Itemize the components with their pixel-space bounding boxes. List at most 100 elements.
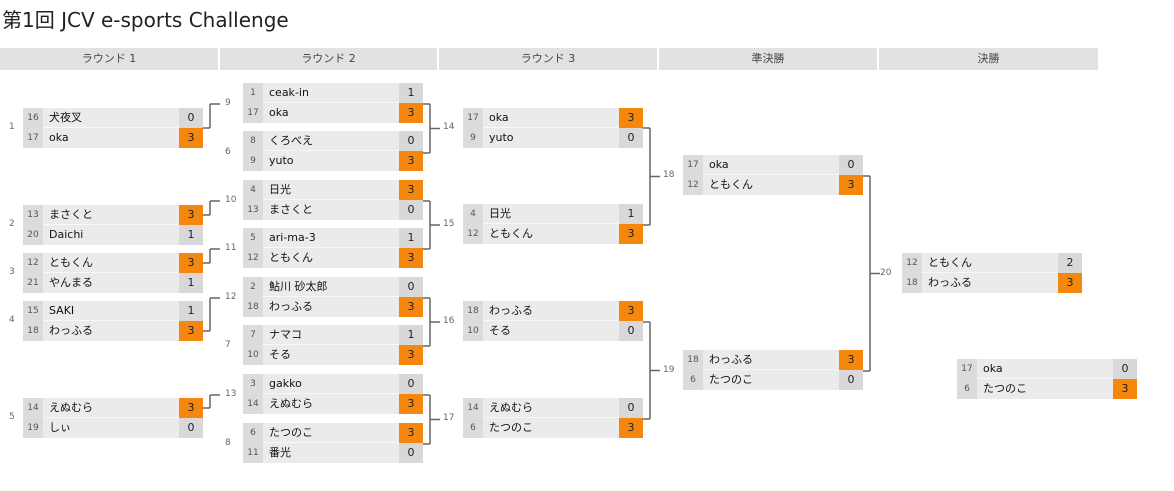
- match-number: 18: [663, 170, 675, 180]
- match-number: 20: [880, 268, 892, 278]
- seed-number: 12: [243, 248, 263, 268]
- score: 0: [1113, 359, 1137, 379]
- score: 0: [619, 398, 643, 418]
- score-winner: 3: [399, 345, 423, 365]
- score: 0: [839, 370, 863, 390]
- match-number: 2: [9, 219, 15, 229]
- score-winner: 3: [399, 423, 423, 443]
- seed-number: 17: [23, 128, 43, 148]
- player-name: たつのこ: [489, 421, 533, 434]
- player-name: しぃ: [49, 421, 71, 434]
- score-winner: 3: [839, 175, 863, 195]
- player-name: gakko: [269, 377, 302, 390]
- seed-number: 12: [23, 253, 43, 273]
- score: 1: [179, 225, 203, 245]
- seed-number: 21: [23, 273, 43, 293]
- match-number: 10: [225, 195, 237, 205]
- seed-number: 17: [243, 103, 263, 123]
- seed-number: 16: [23, 108, 43, 128]
- score-winner: 3: [399, 151, 423, 171]
- player-name: oka: [269, 106, 289, 119]
- score-winner: 3: [1113, 379, 1137, 399]
- player-name: 犬夜叉: [49, 111, 82, 124]
- seed-number: 6: [957, 379, 977, 399]
- score: 0: [179, 108, 203, 128]
- player-name: わっふる: [269, 300, 313, 313]
- player-name: わっふる: [709, 353, 753, 366]
- player-name: わっふる: [49, 324, 93, 337]
- seed-number: 14: [243, 394, 263, 414]
- player-name: ceak-in: [269, 86, 309, 99]
- participant-row[interactable]: 6 たつのこ 3: [957, 379, 1137, 399]
- seed-number: 11: [243, 443, 263, 463]
- seed-number: 6: [463, 418, 483, 438]
- player-name: たつのこ: [709, 373, 753, 386]
- participant-row[interactable]: 16 犬夜叉 0: [23, 108, 203, 128]
- player-name: Daichi: [49, 228, 84, 241]
- seed-number: 2: [243, 277, 263, 297]
- player-name: たつのこ: [983, 382, 1027, 395]
